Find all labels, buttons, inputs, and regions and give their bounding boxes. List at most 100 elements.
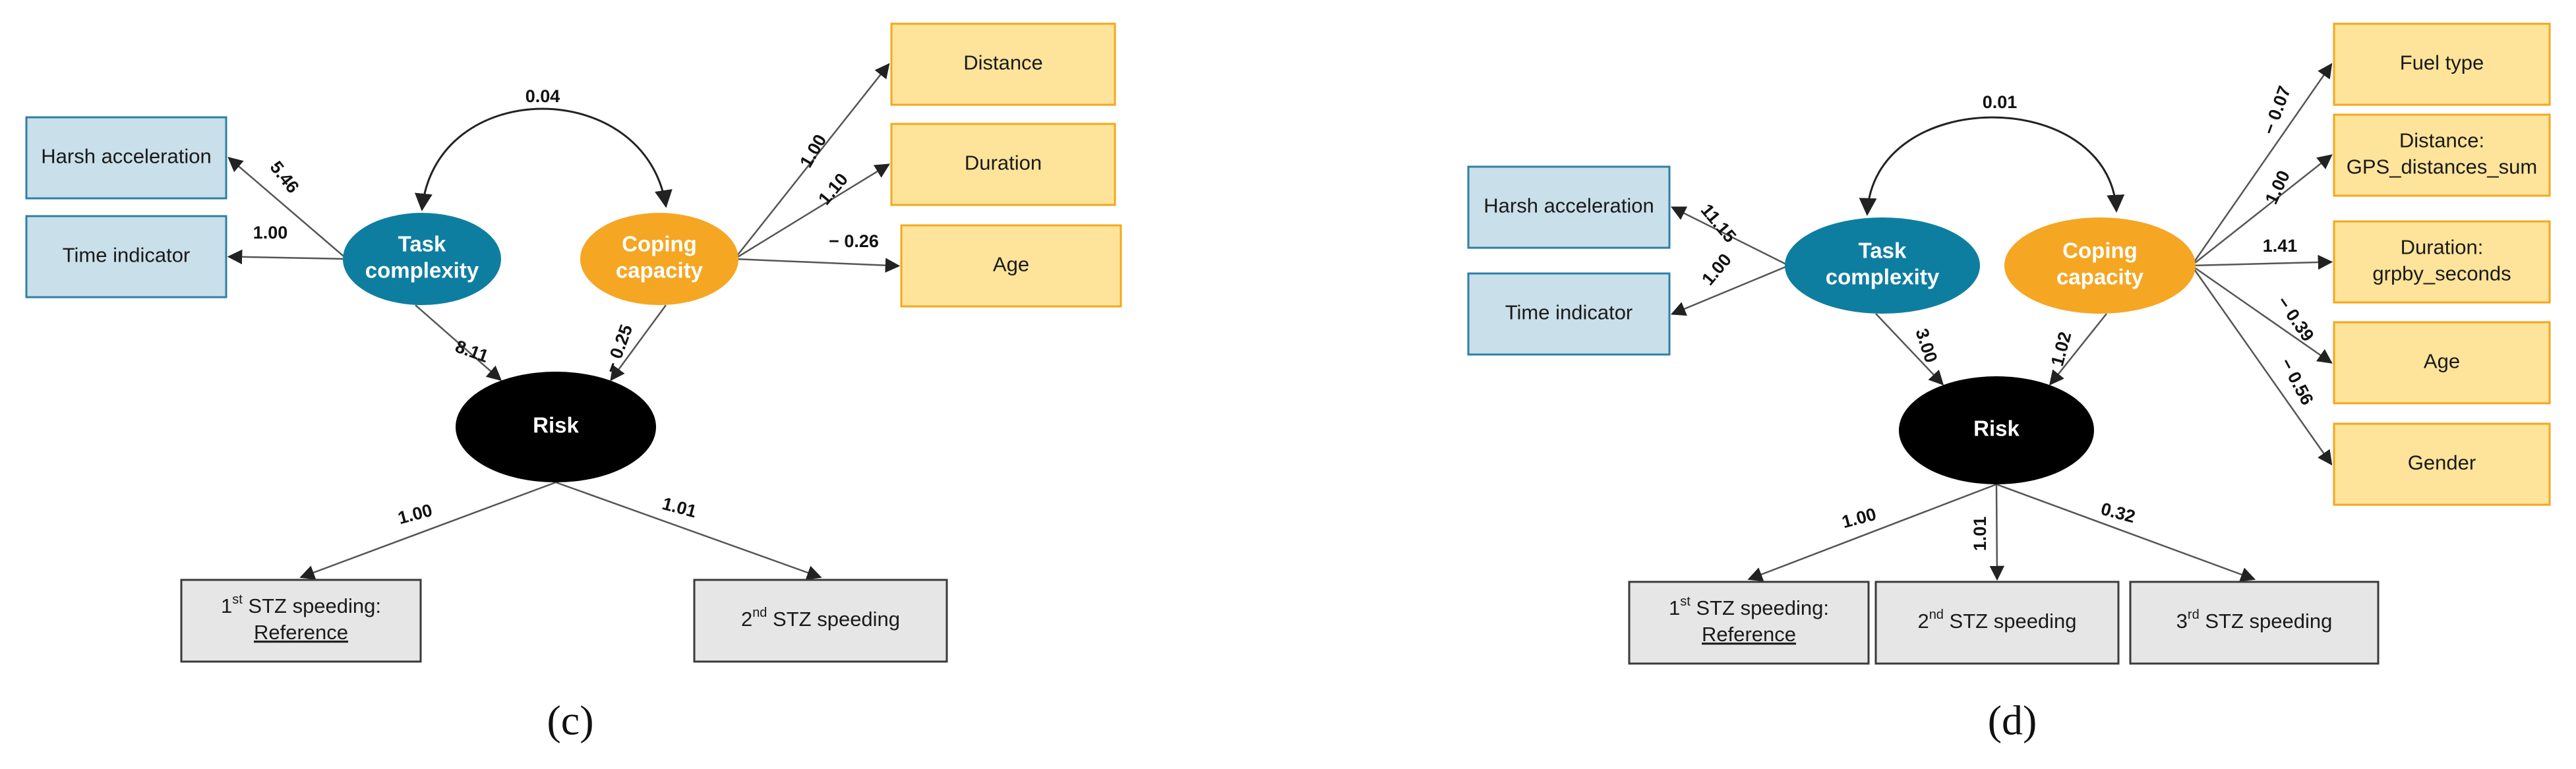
task-complexity-ellipse bbox=[1785, 217, 1980, 314]
outcome-1-coefficient: 1.01 bbox=[660, 494, 699, 522]
coping-indicator-2-coefficient: − 0.26 bbox=[829, 231, 879, 251]
outcome-1-arrow bbox=[555, 481, 822, 580]
task-indicator-0-arrow bbox=[227, 157, 347, 260]
outcome-0-label: 1st STZ speeding: bbox=[221, 592, 381, 617]
panel-label: (c) bbox=[547, 697, 593, 744]
coping-indicator-1-arrow bbox=[2191, 154, 2333, 266]
outcome-0-ordinal-suffix: st bbox=[232, 592, 243, 607]
coping-to-risk-coefficient: 1.02 bbox=[2047, 329, 2076, 368]
task-indicator-0-arrow bbox=[1670, 206, 1789, 267]
outcome-2-text: STZ speeding bbox=[2200, 610, 2333, 633]
coping-capacity-label-line2: capacity bbox=[616, 258, 704, 283]
coping-indicator-2-arrow bbox=[2191, 254, 2333, 270]
outcome-0-text: STZ speeding: bbox=[243, 594, 381, 617]
coping-capacity-ellipse bbox=[2004, 217, 2196, 314]
risk-ellipse bbox=[456, 372, 656, 482]
task-indicator-1-arrow bbox=[1670, 264, 1789, 316]
coping-indicator-1-coefficient: 1.00 bbox=[2261, 167, 2294, 207]
coping-indicator-2-text: Age bbox=[993, 253, 1029, 276]
coping-indicator-1-coefficient: 1.10 bbox=[814, 169, 852, 209]
coping-indicator-4-text: Gender bbox=[2408, 451, 2476, 474]
covariance-coefficient: 0.04 bbox=[525, 86, 560, 106]
task-indicator-0-text: Harsh acceleration bbox=[41, 145, 211, 168]
task-complexity-label-line1: Task bbox=[1859, 239, 1907, 263]
task-indicator-0-coefficient: 5.46 bbox=[266, 157, 303, 197]
coping-indicator-0-box bbox=[890, 22, 1116, 106]
task-complexity-label-line2: complexity bbox=[1826, 265, 1940, 289]
risk-label: Risk bbox=[1973, 416, 2020, 441]
coping-indicator-0-arrow bbox=[2190, 63, 2333, 266]
risk-ellipse bbox=[1899, 376, 2094, 484]
coping-indicator-1-box bbox=[890, 123, 1116, 206]
outcome-2-ordinal-suffix: rd bbox=[2188, 608, 2200, 622]
coping-indicator-1-arrow bbox=[734, 163, 890, 260]
coping-indicator-1-box bbox=[2333, 113, 2551, 197]
outcome-0-arrow bbox=[299, 481, 556, 580]
outcome-1-box bbox=[693, 579, 948, 663]
coping-indicator-2-box bbox=[2333, 220, 2551, 304]
outcome-0-reference: Reference bbox=[1702, 623, 1796, 646]
task-to-risk-coefficient: 3.00 bbox=[1911, 326, 1941, 365]
outcome-0-arrow bbox=[1747, 483, 1997, 582]
outcome-0-text: STZ speeding: bbox=[1691, 596, 1829, 619]
coping-indicator-0-coefficient: − 0.07 bbox=[2259, 84, 2294, 138]
outcome-2-ordinal: 3 bbox=[2176, 610, 2188, 633]
outcome-0-coefficient: 1.00 bbox=[1840, 504, 1878, 532]
coping-capacity-ellipse bbox=[580, 213, 738, 305]
task-indicator-1-text: Time indicator bbox=[63, 244, 191, 267]
coping-to-risk-arrow bbox=[2049, 313, 2107, 386]
coping-indicator-0-arrow bbox=[734, 63, 890, 260]
task-indicator-1-arrow bbox=[227, 249, 347, 265]
panel-label: (d) bbox=[1988, 697, 2037, 744]
task-complexity-label-line2: complexity bbox=[365, 258, 479, 283]
outcome-0-box bbox=[180, 579, 422, 663]
covariance-arc bbox=[414, 107, 673, 212]
task-complexity-label-line1: Task bbox=[398, 232, 446, 256]
outcome-2-box bbox=[2129, 581, 2380, 665]
risk-label: Risk bbox=[533, 413, 579, 438]
coping-indicator-2-text-line2: grpby_seconds bbox=[2372, 262, 2511, 285]
coping-indicator-1-text-line1: Distance: bbox=[2399, 129, 2484, 152]
outcome-0-reference: Reference bbox=[254, 621, 348, 644]
outcome-1-arrow bbox=[1989, 484, 2005, 581]
covariance-arc bbox=[1859, 116, 2125, 216]
task-indicator-1-box bbox=[1467, 272, 1671, 356]
outcome-0-ordinal: 1 bbox=[1669, 596, 1680, 619]
coping-to-risk-arrow bbox=[610, 304, 667, 382]
coping-indicator-4-coefficient: − 0.56 bbox=[2277, 355, 2318, 409]
coping-indicator-0-text: Fuel type bbox=[2400, 51, 2484, 74]
outcome-0-box bbox=[1628, 581, 1870, 665]
task-indicator-0-box bbox=[1467, 165, 1671, 249]
task-indicator-1-coefficient: 1.00 bbox=[253, 223, 288, 242]
outcome-1-label: 2nd STZ speeding bbox=[741, 606, 900, 631]
coping-indicator-0-box bbox=[2333, 22, 2551, 106]
coping-indicator-0-text: Distance bbox=[963, 51, 1043, 74]
outcome-1-coefficient: 1.01 bbox=[1970, 517, 1990, 552]
coping-capacity-label-line1: Coping bbox=[622, 232, 697, 256]
task-indicator-1-box bbox=[25, 215, 227, 299]
coping-capacity-label-line1: Coping bbox=[2062, 239, 2138, 263]
outcome-1-text: STZ speeding bbox=[1944, 610, 2077, 633]
task-to-risk-arrow bbox=[415, 304, 502, 382]
outcome-0-ordinal: 1 bbox=[221, 594, 232, 617]
coping-indicator-1-text-line2: GPS_distances_sum bbox=[2347, 156, 2537, 179]
task-complexity-ellipse bbox=[343, 213, 501, 305]
outcome-0-label: 1st STZ speeding: bbox=[1669, 594, 1829, 619]
outcome-1-label: 2nd STZ speeding bbox=[1917, 608, 2076, 633]
coping-indicator-2-text-line1: Duration: bbox=[2401, 236, 2484, 259]
coping-to-risk-coefficient: − 0.25 bbox=[601, 322, 636, 376]
covariance-coefficient: 0.01 bbox=[1983, 92, 2018, 112]
outcome-2-arrow bbox=[1996, 483, 2256, 582]
outcome-1-ordinal: 2 bbox=[741, 608, 752, 631]
outcome-2-coefficient: 0.32 bbox=[2099, 499, 2138, 527]
coping-indicator-4-arrow bbox=[2190, 265, 2333, 466]
outcome-1-text: STZ speeding bbox=[767, 608, 900, 631]
outcome-1-ordinal-suffix: nd bbox=[1929, 608, 1944, 622]
outcome-2-label: 3rd STZ speeding bbox=[2176, 608, 2333, 633]
task-indicator-1-coefficient: 1.00 bbox=[1698, 250, 1735, 289]
coping-indicator-3-arrow bbox=[2191, 264, 2333, 364]
outcome-0-coefficient: 1.00 bbox=[396, 500, 434, 528]
